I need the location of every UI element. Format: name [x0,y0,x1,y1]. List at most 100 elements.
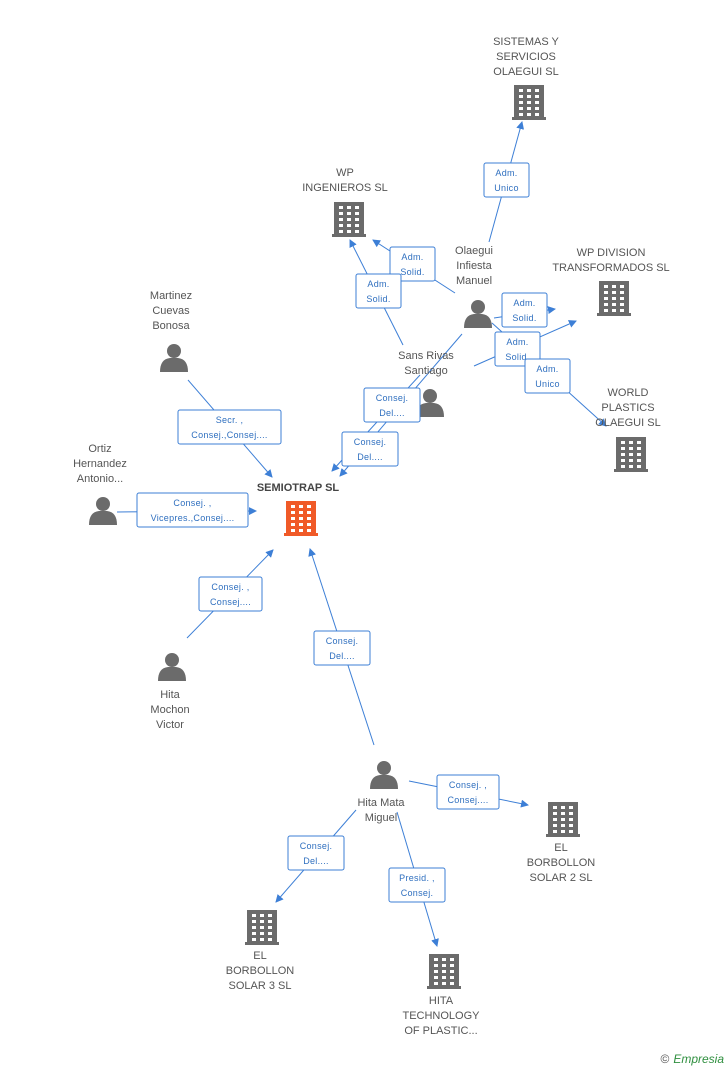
relation-text: Presid. , [399,873,435,883]
relation-box-sans-wpd[interactable]: Adm. Solid. [494,331,541,367]
relation-box-mata-b2[interactable]: Consej. , Consej.... [436,774,500,810]
person-ortiz-label-line: Antonio... [77,473,123,485]
person-martinez-label-line: Cuevas [152,305,190,317]
relation-box-mochon[interactable]: Consej. , Consej.... [198,576,263,612]
relation-text: Del.... [357,452,383,462]
person-icon-ortiz[interactable] [89,497,117,525]
relation-text: Solid. [512,313,536,323]
company-borbollon3-label-line: EL [253,950,266,962]
company-world-plastics-label-line: PLASTICS [601,402,654,414]
relation-text: Consej. [401,888,434,898]
relation-text: Adm. [506,337,528,347]
company-borbollon2-label-line: EL [554,842,567,854]
brand-logo-text: Empresia [673,1052,724,1066]
company-semiotrap-label-line: SEMIOTRAP SL [257,482,340,494]
relation-text: Adm. [401,252,423,262]
relation-text: Adm. [513,298,535,308]
footer-brand: ©Empresia [660,1052,724,1066]
person-sans-label-line: Sans Rivas [398,350,454,362]
company-borbollon2-label-line: SOLAR 2 SL [530,872,593,884]
person-sans-label-line: Santiago [404,365,447,377]
relation-box-olaegui-sistemas[interactable]: Adm. Unico [483,162,530,198]
person-hita-mochon-label-line: Hita [160,689,180,701]
relation-text: Solid. [400,267,424,277]
company-borbollon3-label-line: BORBOLLON [226,965,295,977]
company-hita-tech-label-line: TECHNOLOGY [402,1010,480,1022]
relation-box-mata-b3[interactable]: Consej. Del.... [287,835,345,871]
person-olaegui-label-line: Infiesta [456,260,492,272]
relation-text: Consej.... [447,795,488,805]
company-icon-world-plastics[interactable] [614,437,648,472]
relation-box-sans-semiotrap[interactable]: Consej. Del.... [363,387,421,423]
person-martinez-label-line: Bonosa [152,320,190,332]
company-wp-ingenieros-label-line: INGENIEROS SL [302,182,388,194]
company-sistemas-label-line: OLAEGUI SL [493,66,558,78]
relation-text: Consej.,Consej.... [191,430,267,440]
relation-text: Consej. [326,636,359,646]
relations-layer: Secr. , Consej.,Consej.... Consej. , Vicepr… [136,162,571,903]
relation-box-olaegui-wpd[interactable]: Adm. Solid. [501,292,548,328]
relation-text: Del.... [329,651,355,661]
person-hita-mochon-label-line: Victor [156,719,184,731]
person-olaegui-label-line: Manuel [456,275,492,287]
company-sistemas-label-line: SERVICIOS [496,51,556,63]
relation-text: Vicepres.,Consej.... [151,513,235,523]
company-icon-borbollon2[interactable] [546,802,580,837]
person-hita-mata-label-line: Miguel [365,812,397,824]
relation-box-mata-tech[interactable]: Presid. , Consej. [388,867,446,903]
company-world-plastics-label-line: OLAEGUI SL [595,417,660,429]
person-hita-mochon-label-line: Mochon [150,704,189,716]
relation-text: Del.... [303,856,329,866]
relation-text: Consej. [376,393,409,403]
relation-text: Solid. [366,294,390,304]
company-icon-borbollon3[interactable] [245,910,279,945]
company-wp-division-label-line: WP DIVISION [577,247,646,259]
company-icon-semiotrap[interactable] [284,501,318,536]
copyright-icon: © [660,1052,670,1066]
relation-text: Unico [535,379,560,389]
relation-box-olaegui-wpi[interactable]: Adm. Solid. [389,246,436,282]
person-icon-olaegui[interactable] [464,300,492,328]
company-wp-ingenieros-label-line: WP [336,167,354,179]
company-hita-tech-label-line: HITA [429,995,454,1007]
company-icon-wp-ingenieros[interactable] [332,202,366,237]
edges-layer [116,121,607,947]
relation-box-ortiz[interactable]: Consej. , Vicepres.,Consej.... [136,492,249,528]
relation-text: Del.... [379,408,405,418]
relation-text: Secr. , [216,415,244,425]
relation-text: Adm. [495,168,517,178]
company-icon-sistemas[interactable] [512,85,546,120]
person-icon-martinez[interactable] [160,344,188,372]
person-icon-hita-mochon[interactable] [158,653,186,681]
company-icon-hita-tech[interactable] [427,954,461,989]
relation-box-martinez[interactable]: Secr. , Consej.,Consej.... [177,409,282,445]
person-icon-hita-mata[interactable] [370,761,398,789]
company-sistemas-label-line: SISTEMAS Y [493,36,559,48]
relation-text: Consej. , [173,498,211,508]
relation-text: Consej.... [210,597,251,607]
company-wp-division-label-line: TRANSFORMADOS SL [552,262,669,274]
relation-text: Consej. , [449,780,487,790]
relation-box-sans-wpi[interactable]: Adm. Solid. [355,273,402,309]
person-ortiz-label-line: Ortiz [88,443,111,455]
company-hita-tech-label-line: OF PLASTIC... [404,1025,477,1037]
relation-box-olaegui-world[interactable]: Adm.Unico [524,358,571,394]
relation-text: Consej. [354,437,387,447]
person-icon-sans[interactable] [416,389,444,417]
company-world-plastics-label-line: WORLD [608,387,649,399]
company-borbollon3-label-line: SOLAR 3 SL [229,980,292,992]
nodes-layer: SEMIOTRAP SL SISTEMAS Y SERVICIOS OLAEGUI S… [73,36,670,1037]
relation-box-olaegui-semiotrap[interactable]: Consej. Del.... [341,431,399,467]
relation-text: Unico [494,183,519,193]
relation-text: Consej. , [211,582,249,592]
relation-box-mata-semiotrap[interactable]: Consej. Del.... [313,630,371,666]
relation-text: Solid. [505,352,529,362]
person-olaegui-label-line: Olaegui [455,245,493,257]
person-ortiz-label-line: Hernandez [73,458,127,470]
relation-text: Consej. [300,841,333,851]
person-martinez-label-line: Martinez [150,290,192,302]
relation-text: Adm. [367,279,389,289]
company-borbollon2-label-line: BORBOLLON [527,857,596,869]
company-icon-wp-division[interactable] [597,281,631,316]
